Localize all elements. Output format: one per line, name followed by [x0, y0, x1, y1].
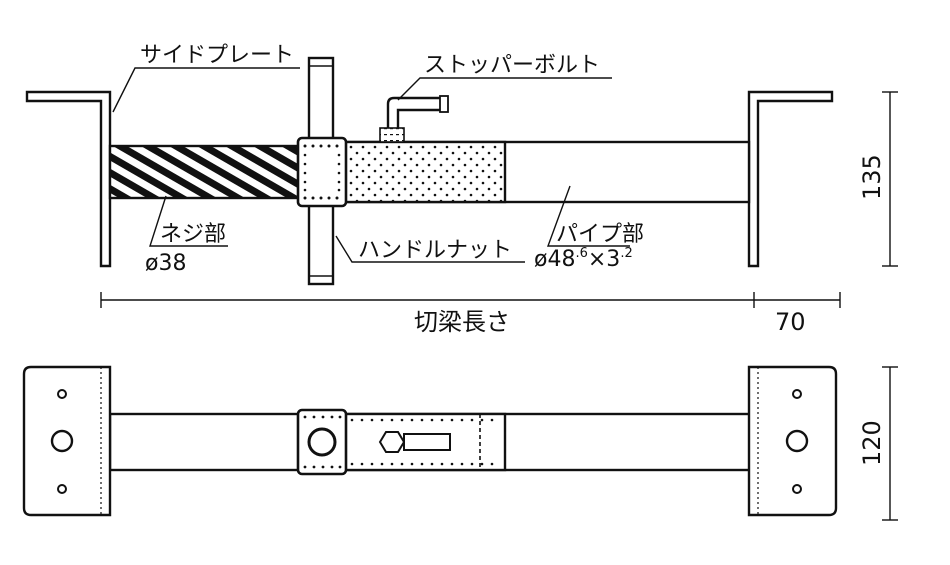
top-view — [22, 365, 898, 521]
pipe-sleeve-dotted — [343, 140, 507, 204]
stopper-bolt-label: ストッパーボルト — [424, 53, 600, 78]
right-side-plate — [747, 90, 834, 268]
height-dimension-135 — [882, 91, 898, 267]
span-dimension — [100, 292, 841, 308]
side-height-label: 135 — [858, 154, 886, 200]
span-label: 切梁長さ — [414, 308, 510, 336]
side-view — [25, 56, 898, 308]
screw-part — [108, 144, 302, 200]
pipe-part-label: パイプ部 — [556, 222, 644, 247]
screw-part-label: ネジ部 — [160, 222, 226, 247]
screw-dia-label: ø38 — [145, 251, 186, 276]
pipe-dia-label: ø48.6×3.2 — [534, 246, 633, 272]
top-stopper-bolt — [378, 431, 451, 453]
stopper-bolt — [379, 95, 449, 143]
plate-height-label: 120 — [858, 420, 886, 466]
side-plate-label: サイドプレート — [140, 43, 294, 68]
handle-nut-label: ハンドルナット — [358, 238, 512, 263]
height-dimension-120 — [882, 366, 898, 521]
end-length-label: 70 — [775, 308, 806, 336]
handle-nut — [296, 136, 348, 208]
left-side-plate — [25, 90, 112, 268]
